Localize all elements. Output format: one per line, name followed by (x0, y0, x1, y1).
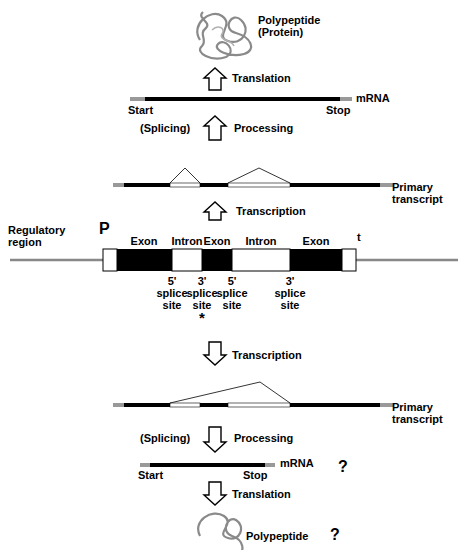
process-note: (Splicing) (140, 122, 190, 134)
stage-text: Primary transcript (392, 181, 452, 205)
stage-text: P (99, 220, 115, 237)
gene-structure (10, 249, 458, 271)
polypeptide-squiggle (197, 12, 251, 58)
stage-text: Polypeptide (246, 530, 318, 542)
stage-node: Polypeptide (Protein) (185, 2, 345, 68)
step-label: Translation (232, 488, 327, 500)
stage-text: Regulatory region (8, 224, 74, 248)
stage-text: Stop (326, 104, 360, 116)
process-arrow (204, 116, 226, 140)
polypeptide-squiggle (198, 514, 242, 550)
step-label: Processing (234, 432, 329, 444)
stage-text: Start (138, 469, 172, 481)
stage-text: 5' splice site (152, 275, 192, 311)
stage-text: Exon (124, 235, 164, 247)
stage-text: mRNA (280, 457, 320, 469)
stage-text: t (357, 231, 367, 243)
step-label: Processing (234, 122, 329, 134)
stage-text: 3' splice site (182, 275, 222, 311)
stage-node: mRNA Start Stop (125, 90, 395, 116)
question-mark: ? (338, 458, 348, 475)
primary-transcript-bar (113, 382, 393, 407)
mrna-bar (140, 463, 275, 467)
stage-node: Primary transcript (110, 140, 455, 202)
stage-text: Exon (197, 235, 237, 247)
stage-text: Intron (167, 235, 207, 247)
stage-text: * (192, 310, 212, 325)
stage-text: 5' splice site (212, 275, 252, 311)
process-note: (Splicing) (140, 432, 190, 444)
process-arrow (204, 202, 226, 220)
stage-text: 3' splice site (270, 275, 310, 311)
stage-text: Primary transcript (392, 401, 452, 425)
stage-text: Stop (243, 469, 277, 481)
polypeptide-squiggle (212, 27, 234, 46)
stage-text: Exon (296, 235, 336, 247)
process-arrow (204, 342, 226, 365)
stage-text: Polypeptide (Protein) (258, 14, 328, 38)
step-label: Translation (232, 72, 327, 84)
process-arrow (204, 427, 226, 452)
process-arrow (204, 68, 226, 90)
process-arrow (204, 482, 226, 505)
step-label: Transcription (236, 205, 331, 217)
primary-transcript-bar (113, 168, 393, 187)
stage-text: Start (128, 104, 162, 116)
stage-node: Regulatory regionPExonIntronExonIntronEx… (5, 220, 460, 342)
stage-text: mRNA (356, 92, 396, 104)
stage-text: Intron (241, 235, 281, 247)
stage-node: Primary transcript (110, 365, 455, 427)
stage-node: mRNA Start Stop (133, 452, 318, 482)
mrna-bar (130, 97, 352, 101)
stage-node: Polypeptide (190, 505, 320, 550)
question-mark: ? (330, 526, 340, 543)
step-label: Transcription (232, 349, 327, 361)
